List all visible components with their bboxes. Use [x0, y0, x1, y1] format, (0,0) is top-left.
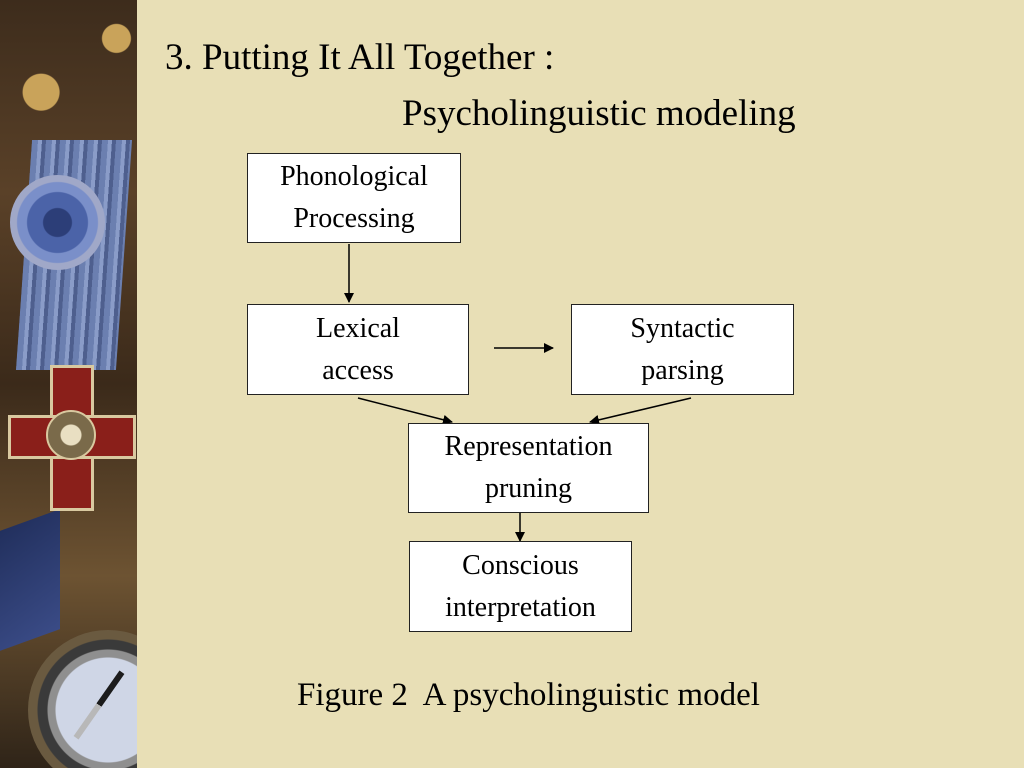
node-lexical-access: Lexical access: [247, 304, 469, 395]
node-phonological-processing: Phonological Processing: [247, 153, 461, 243]
node-syntactic-parsing: Syntactic parsing: [571, 304, 794, 395]
arrow-syntactic-to-representation: [589, 397, 692, 425]
medal-center: [46, 410, 96, 460]
arrow-lexical-to-representation: [357, 397, 453, 425]
node-label-line2: pruning: [484, 473, 573, 504]
node-label-line1: Syntactic: [630, 312, 735, 344]
node-representation-pruning: Representation pruning: [408, 423, 649, 513]
slide-title-line2: Psycholinguistic modeling: [402, 93, 796, 134]
node-label-line2: parsing: [641, 354, 724, 386]
node-label-line2: interpretation: [445, 591, 596, 623]
node-label-line1: Conscious: [462, 549, 579, 581]
node-label-line2: Processing: [293, 203, 415, 234]
ribbon-rosette: [10, 175, 105, 270]
node-label-line1: Phonological: [280, 161, 428, 192]
node-label-line2: access: [322, 354, 394, 386]
slide-title-line1: 3. Putting It All Together :: [165, 37, 555, 78]
decorative-sidebar-image: [0, 0, 137, 768]
node-conscious-interpretation: Conscious interpretation: [409, 541, 632, 632]
node-label-line1: Lexical: [316, 312, 400, 344]
node-label-line1: Representation: [444, 431, 613, 462]
figure-caption: Figure 2 A psycholinguistic model: [297, 677, 760, 713]
